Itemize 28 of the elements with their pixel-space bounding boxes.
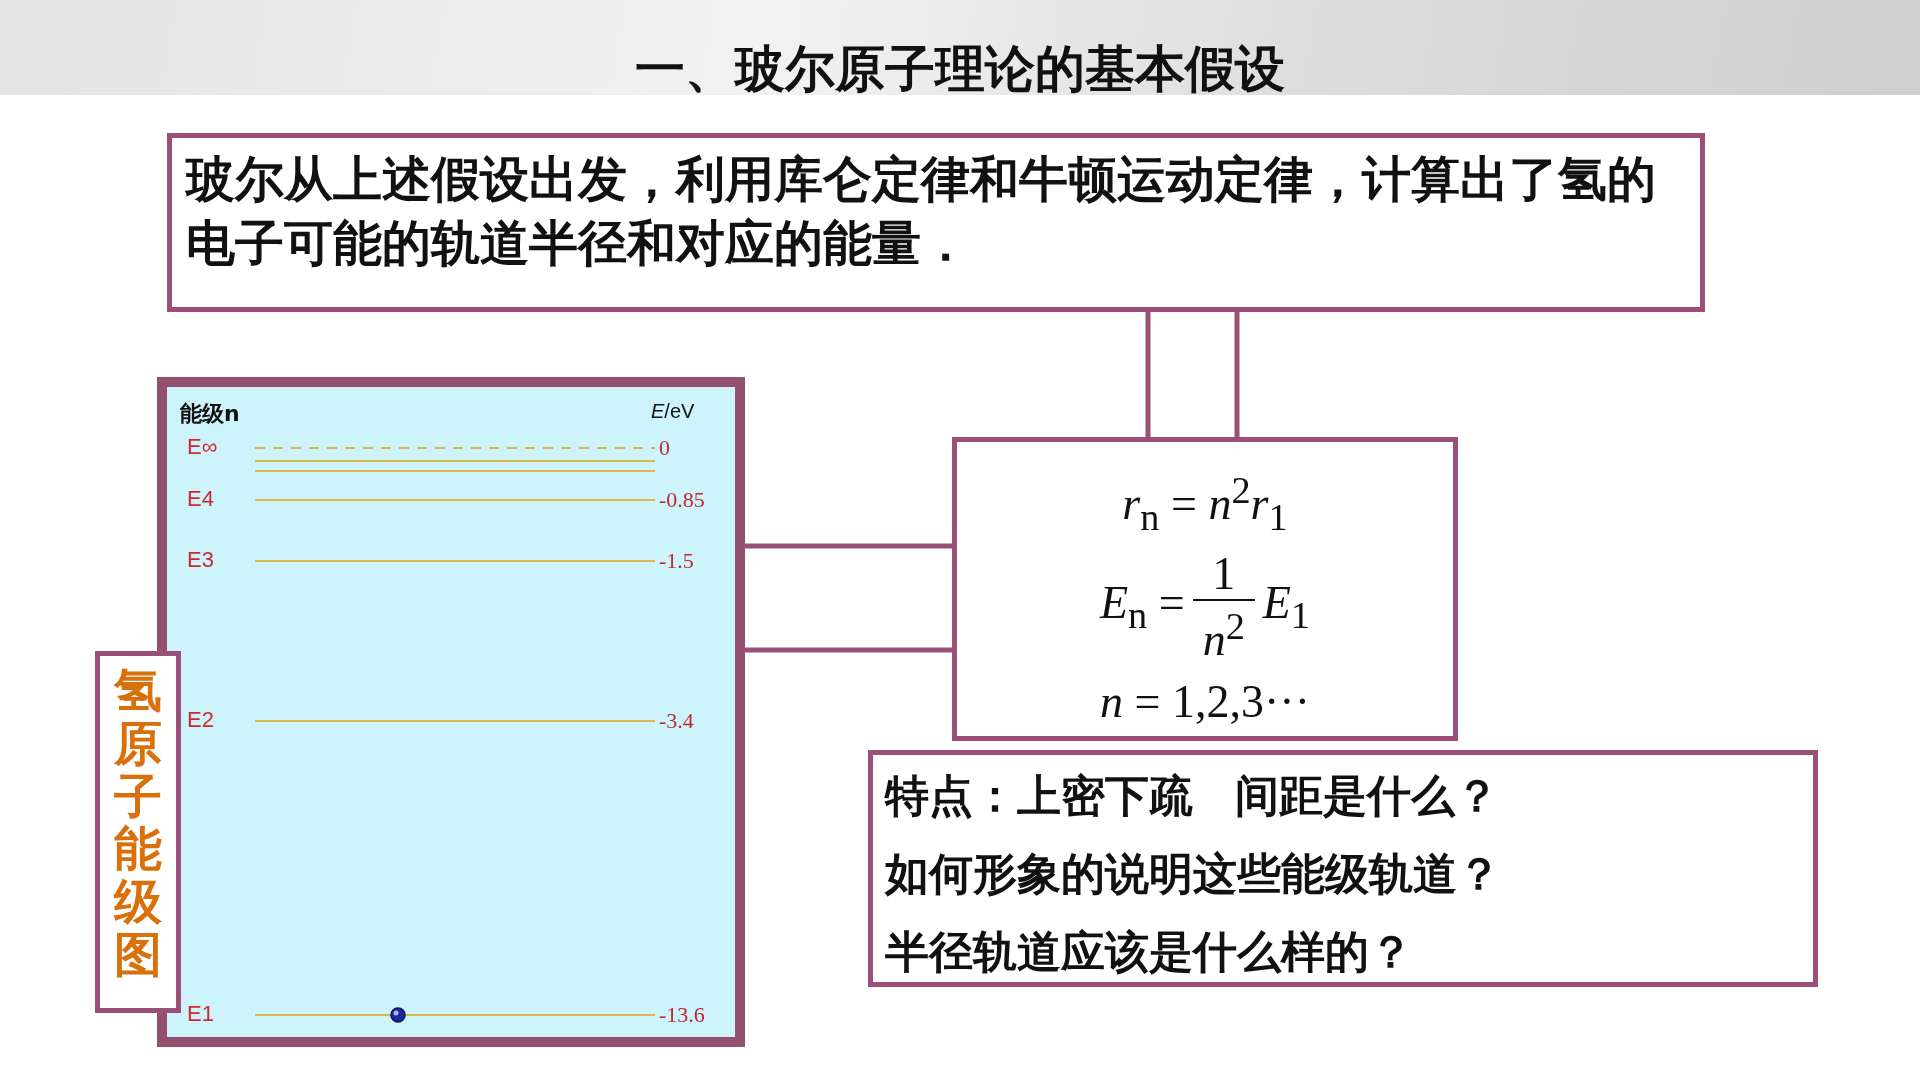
- formula-text: 1: [1212, 548, 1236, 599]
- question-box: [868, 750, 1818, 987]
- energy-value: -3.4: [659, 708, 694, 734]
- vertical-title-box: [95, 651, 181, 1013]
- statement-text: 玻尔从上述假设出发，利用库仑定律和牛顿运动定律，计算出了氢的电子可能的轨道半径和对应的能量．: [186, 150, 1657, 274]
- formula-box: [952, 437, 1458, 741]
- level-label: E1: [187, 1001, 214, 1027]
- formula-text: E$_{n}$ =: [1100, 576, 1185, 638]
- question-text: 如何形象的说明这些能级轨道？: [885, 847, 1501, 901]
- axis-label: E/eV: [651, 400, 695, 423]
- axis-label: 能级n: [180, 400, 240, 428]
- level-label: E3: [187, 547, 214, 573]
- slide-title: 一、玻尔原子理论的基本假设: [635, 39, 1285, 100]
- statement-box: [167, 133, 1705, 312]
- energy-value: 0: [659, 435, 670, 461]
- vertical-title: 氢原子能级图: [114, 664, 162, 981]
- level-label: E∞: [187, 434, 218, 460]
- energy-value: -1.5: [659, 548, 694, 574]
- question-text: 半径轨道应该是什么样的？: [885, 925, 1413, 979]
- energy-value: -0.85: [659, 487, 705, 513]
- question-text: 特点：上密下疏 间距是什么？: [885, 769, 1499, 823]
- formula-text: E$_{1}$: [1262, 576, 1310, 638]
- level-label: E4: [187, 486, 214, 512]
- formula-text: n = 1,2,3···: [1100, 674, 1310, 728]
- formula-text: r$_{n}$ = n$^{2}$r$_{1}$: [1122, 468, 1288, 539]
- formula-text: n$^{2}$: [1202, 603, 1245, 665]
- energy-value: -13.6: [659, 1002, 705, 1028]
- level-label: E2: [187, 707, 214, 733]
